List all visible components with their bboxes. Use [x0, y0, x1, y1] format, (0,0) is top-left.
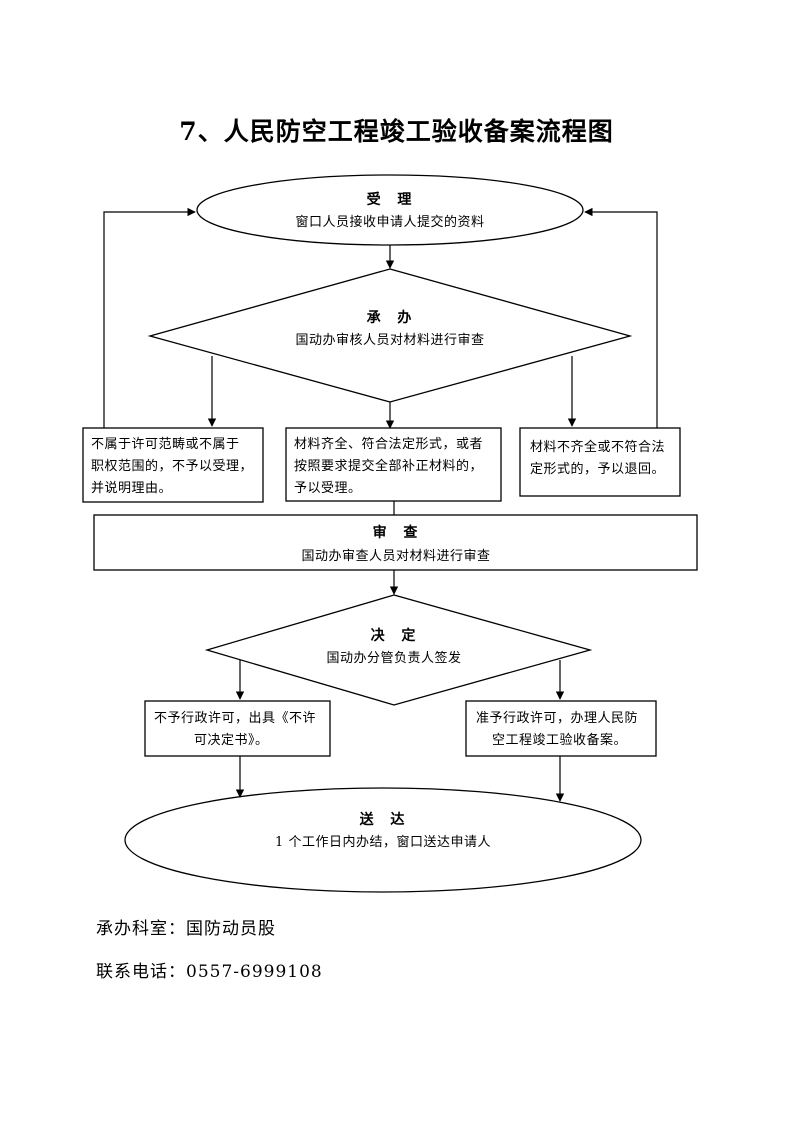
accept-ok-text: 材料齐全、符合法定形式，或者 按照要求提交全部补正材料的， 予以受理。 [294, 434, 483, 500]
review-title: 审 查 [373, 524, 424, 541]
accept-title: 受 理 [367, 191, 418, 208]
accept-ok-line: 按照要求提交全部补正材料的， [294, 459, 484, 474]
handle-title: 承 办 [367, 309, 418, 326]
accept-text: 窗口人员接收申请人提交的资料 [295, 214, 484, 230]
phone-info: 联系电话：0557-6999108 [96, 962, 323, 982]
department-info: 承办科室：国防动员股 [96, 919, 276, 939]
reject-scope-text: 不属于许可范畴或不属于 职权范围的，不予以受理， 并说明理由。 [91, 434, 253, 500]
accept-ok-line: 材料齐全、符合法定形式，或者 [294, 437, 484, 452]
deliver-title: 送 达 [359, 811, 411, 828]
reject-scope-line: 并说明理由。 [91, 481, 173, 496]
decide-title: 决 定 [371, 627, 422, 644]
handle-text: 国动办审核人员对材料进行审查 [295, 333, 484, 348]
approve-text: 准予行政许可，办理人民防 空工程竣工验收备案。 [476, 708, 638, 752]
return-line: 定形式的，予以退回。 [530, 462, 666, 477]
return-box [519, 427, 681, 497]
reject-scope-box [82, 427, 264, 503]
handle-node: 承 办 国动办审核人员对材料进行审查 [147, 268, 633, 403]
decide-text: 国动办分管负责人签发 [326, 650, 461, 666]
deny-box [144, 700, 331, 757]
return-text: 材料不齐全或不符合法 定形式的，予以退回。 [530, 437, 665, 481]
deny-line: 不予行政许可，出具《不许 [154, 711, 317, 726]
deliver-text: 1 个工作日内办结，窗口送达申请人 [275, 834, 491, 850]
loop-reject-to-accept [103, 207, 196, 428]
deny-line: 可决定书》。 [194, 733, 269, 748]
decide-node: 决 定 国动办分管负责人签发 [204, 594, 593, 706]
page-title: 7、人民防空工程竣工验收备案流程图 [179, 117, 614, 146]
review-text: 国动办审查人员对材料进行审查 [301, 549, 490, 564]
deny-text: 不予行政许可，出具《不许 可决定书》。 [154, 708, 316, 752]
return-line: 材料不齐全或不符合法 [530, 440, 666, 455]
loop-return-to-accept [584, 207, 658, 428]
accept-ok-line: 予以受理。 [294, 481, 362, 496]
reject-scope-line: 不属于许可范畴或不属于 [91, 437, 240, 452]
accept-node: 受 理 窗口人员接收申请人提交的资料 [196, 174, 584, 246]
review-node: 审 查 国动办审查人员对材料进行审查 [93, 514, 698, 571]
approve-line: 空工程竣工验收备案。 [492, 733, 628, 748]
approve-line: 准予行政许可，办理人民防 [476, 711, 639, 726]
approve-box [465, 700, 657, 757]
reject-scope-line: 职权范围的，不予以受理， [91, 459, 254, 474]
deliver-node: 送 达 1 个工作日内办结，窗口送达申请人 [124, 787, 642, 893]
